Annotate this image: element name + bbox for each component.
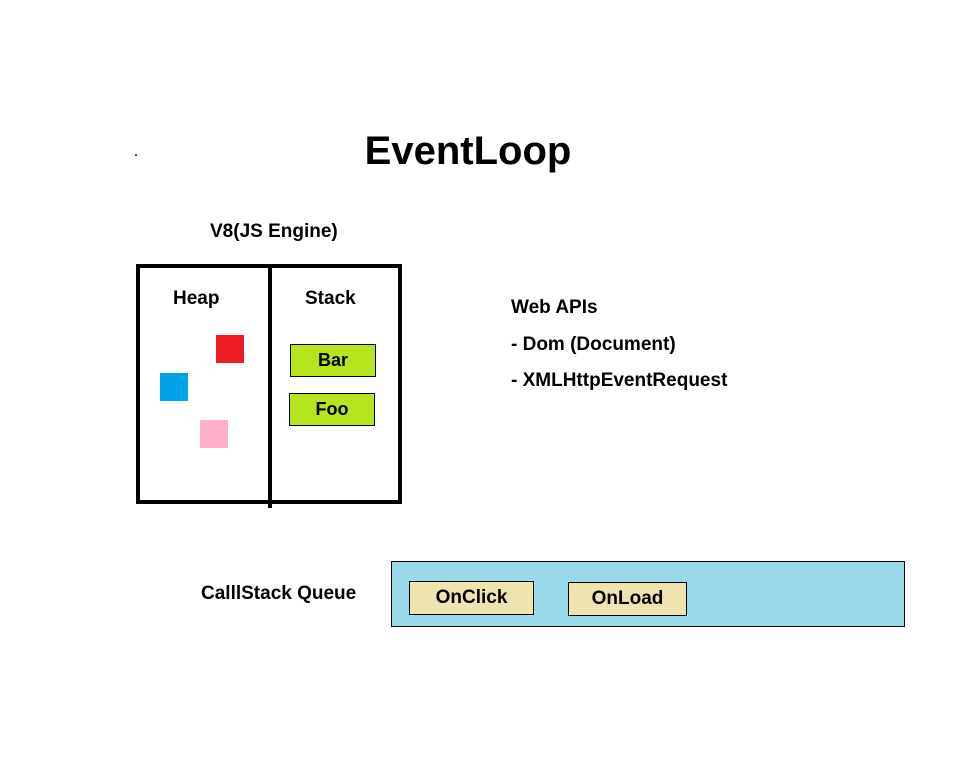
web-api-item-xhr: - XMLHttpEventRequest — [511, 370, 728, 391]
stack-frame-bar: Bar — [290, 344, 376, 377]
diagram-title: EventLoop — [364, 129, 572, 173]
web-apis-heading: Web APIs — [511, 297, 598, 318]
heap-object — [200, 420, 228, 448]
speck-mark — [135, 154, 137, 156]
engine-label: V8(JS Engine) — [210, 221, 338, 242]
queue-task-onclick: OnClick — [409, 581, 534, 615]
stack-frame-foo: Foo — [289, 393, 375, 426]
heap-object — [160, 373, 188, 401]
web-api-item-dom: - Dom (Document) — [511, 333, 676, 355]
queue-label: CalllStack Queue — [201, 583, 357, 604]
engine-divider — [268, 264, 272, 508]
stack-heading: Stack — [305, 288, 356, 309]
queue-task-onload: OnLoad — [568, 582, 687, 616]
heap-heading: Heap — [173, 288, 220, 309]
heap-object — [216, 335, 244, 363]
web-apis-panel: Web APIs - Dom (Document) - XMLHttpEvent… — [511, 296, 727, 406]
